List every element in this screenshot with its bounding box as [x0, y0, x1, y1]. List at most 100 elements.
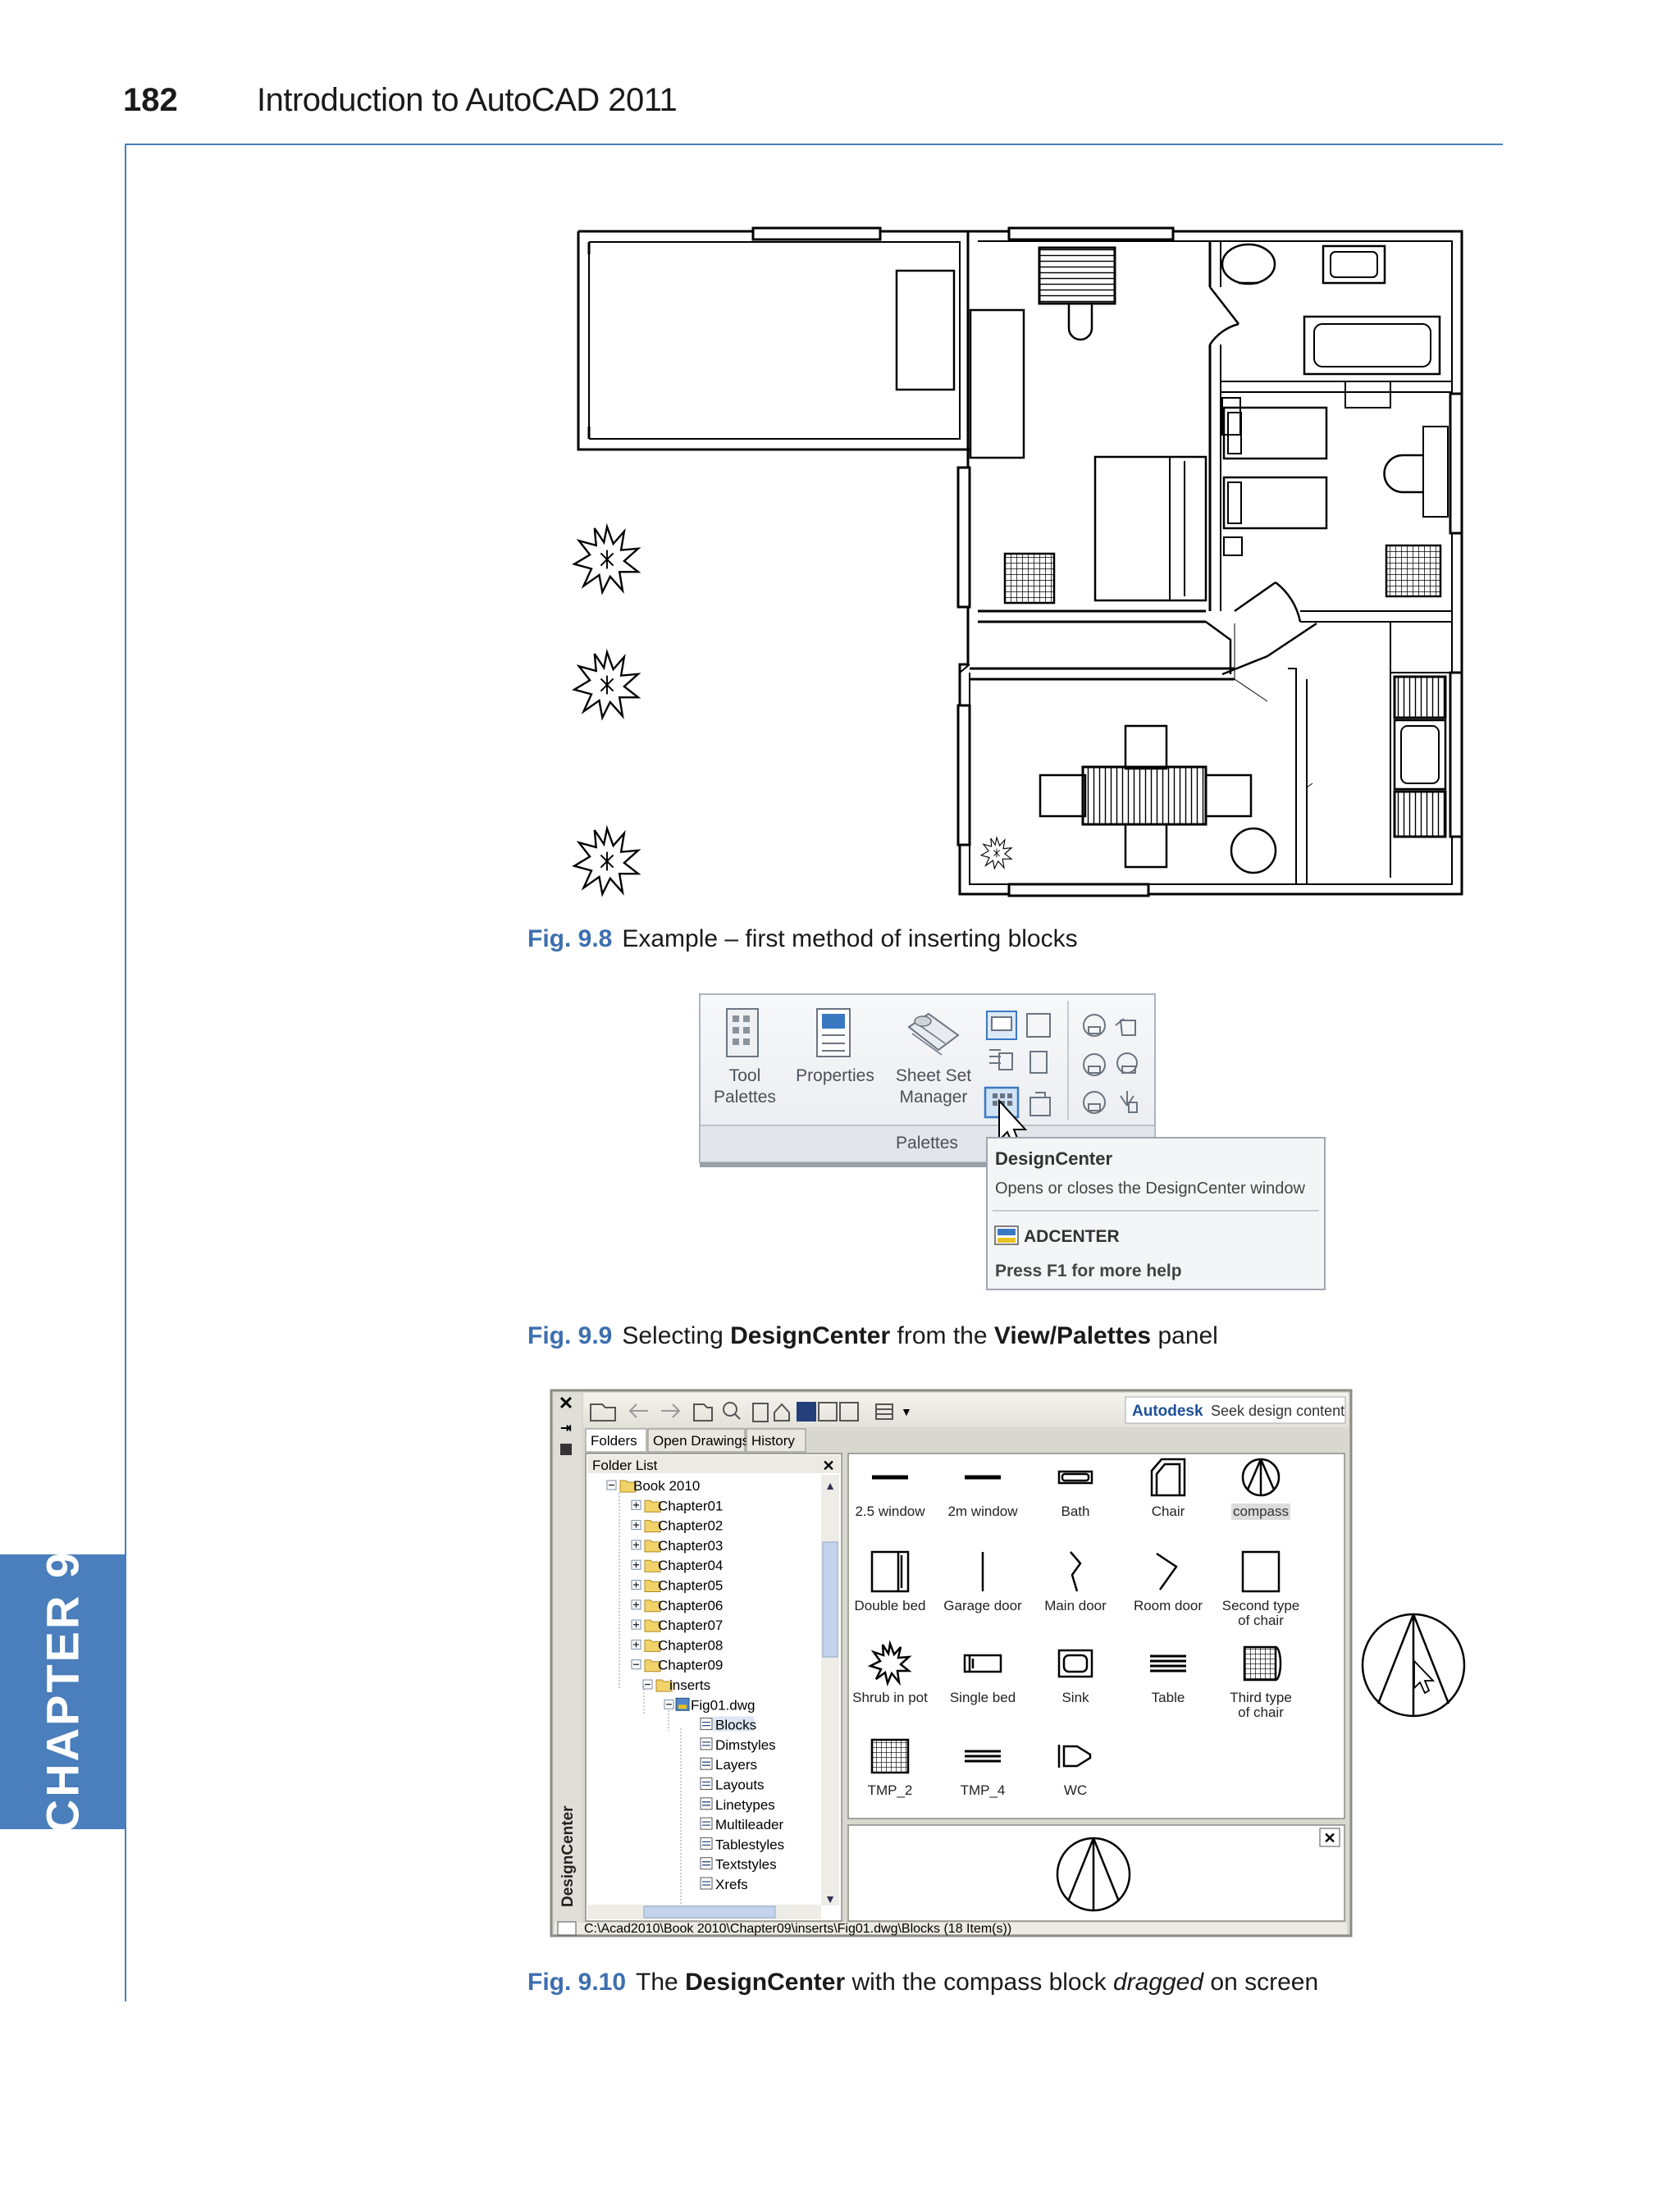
tab-folders[interactable]: [585, 1428, 647, 1453]
autohide-icon[interactable]: ⇥: [560, 1422, 571, 1435]
tool-palettes-icon[interactable]: [726, 1008, 759, 1057]
load-icon[interactable]: [590, 1403, 616, 1422]
block-item[interactable]: Shrub in pot: [852, 1640, 928, 1705]
caption-bold: DesignCenter: [685, 1969, 846, 1996]
block-label: Double bed: [855, 1598, 926, 1613]
toolbar-button-7[interactable]: [1083, 1014, 1106, 1037]
tree-item[interactable]: Dimstyles: [700, 1737, 776, 1753]
tree-item-label: Chapter08: [658, 1637, 723, 1653]
dragged-compass-block[interactable]: [1361, 1613, 1466, 1718]
tool-palettes-label-2: Palettes: [714, 1088, 776, 1107]
views-icon[interactable]: [875, 1403, 893, 1420]
block-item[interactable]: compass: [1231, 1458, 1290, 1520]
chevron-down-icon[interactable]: ▼: [901, 1405, 912, 1418]
tree-item[interactable]: Chapter05: [631, 1578, 723, 1594]
tree-item-label: Tablestyles: [715, 1837, 784, 1852]
tree-item[interactable]: Multileader: [700, 1817, 783, 1832]
tree-item[interactable]: Chapter04: [631, 1558, 723, 1573]
second-chair-icon: [1241, 1550, 1281, 1593]
compass-icon: [1241, 1458, 1281, 1497]
tooltip-help: Press F1 for more help: [995, 1262, 1182, 1280]
tree-item[interactable]: Layouts: [700, 1778, 765, 1793]
close-icon[interactable]: ✕: [559, 1393, 573, 1413]
main-door-icon: [1070, 1551, 1082, 1592]
folder-icon: [619, 1480, 637, 1493]
layers-icon: [700, 1757, 713, 1770]
tool-palettes-label-1: Tool: [729, 1066, 761, 1085]
tree-item[interactable]: Chapter09: [631, 1658, 723, 1673]
block-item[interactable]: Bath: [1057, 1470, 1093, 1519]
designcenter-tooltip: DesignCenter Opens or closes the DesignC…: [986, 1137, 1326, 1290]
toolbar-button-11[interactable]: [1083, 1091, 1106, 1114]
block-item[interactable]: 2.5 window: [855, 1475, 925, 1519]
tab-open-drawings[interactable]: [647, 1428, 746, 1453]
home-icon[interactable]: [774, 1403, 790, 1422]
block-label: Sink: [1061, 1690, 1089, 1705]
toolbar-button-2[interactable]: [1026, 1013, 1051, 1038]
properties-menu-icon[interactable]: [560, 1444, 572, 1455]
tree-item[interactable]: Book 2010: [606, 1478, 700, 1494]
seek-text: Seek design content: [1211, 1403, 1344, 1419]
search-icon[interactable]: [723, 1402, 737, 1417]
tree-item[interactable]: Blocks: [700, 1716, 756, 1733]
tab-label: Open Drawings: [653, 1433, 749, 1449]
tree-view-toggle-icon[interactable]: [797, 1402, 816, 1422]
tree-item[interactable]: Textstyles: [700, 1857, 777, 1873]
tree-item[interactable]: Chapter07: [631, 1618, 723, 1633]
tree-item-label: Chapter09: [658, 1658, 723, 1673]
sink-icon: [1057, 1649, 1093, 1678]
tree-item[interactable]: Chapter08: [631, 1637, 723, 1653]
block-item[interactable]: Sink: [1057, 1649, 1093, 1705]
tree-vertical-scrollbar[interactable]: [821, 1475, 839, 1905]
folder-icon: [644, 1559, 661, 1572]
toolbar-button-6[interactable]: [1029, 1092, 1051, 1116]
tree-item[interactable]: inserts: [642, 1677, 710, 1693]
block-item[interactable]: Chair: [1150, 1458, 1186, 1519]
toolbar-button-8[interactable]: [1115, 1018, 1136, 1036]
favorites-icon[interactable]: [752, 1403, 769, 1422]
tab-history[interactable]: [746, 1428, 806, 1453]
preview-icon[interactable]: [818, 1402, 838, 1422]
up-icon[interactable]: [693, 1403, 713, 1422]
sheet-set-icon[interactable]: [907, 1012, 960, 1056]
forward-icon[interactable]: [661, 1403, 681, 1418]
toolbar-button-9[interactable]: [1083, 1053, 1106, 1076]
block-item[interactable]: Garage door: [943, 1552, 1022, 1613]
folder-icon: [644, 1540, 661, 1553]
tree-item[interactable]: Chapter01: [631, 1498, 723, 1513]
block-item[interactable]: Double bed: [855, 1550, 926, 1613]
description-icon[interactable]: [839, 1402, 859, 1422]
multileader-icon: [700, 1817, 713, 1830]
tree-item[interactable]: Tablestyles: [700, 1837, 784, 1852]
toolbar-button-4[interactable]: [1029, 1051, 1048, 1074]
tree-item[interactable]: Xrefs: [700, 1877, 748, 1892]
tree-item[interactable]: Layers: [700, 1757, 757, 1773]
tree-item[interactable]: Fig01.dwg: [664, 1697, 755, 1713]
seek-design-content-link[interactable]: [1125, 1396, 1346, 1424]
tab-label: History: [751, 1433, 795, 1449]
folder-list-close-icon[interactable]: ✕: [822, 1458, 834, 1474]
tree-item[interactable]: Linetypes: [700, 1797, 775, 1813]
block-item[interactable]: 2m window: [947, 1475, 1018, 1519]
drag-cursor-icon: [1413, 1659, 1436, 1695]
block-label: Room door: [1134, 1598, 1203, 1613]
figure-number: Fig. 9.10: [527, 1969, 627, 1996]
block-item[interactable]: TMP_4: [961, 1750, 1006, 1798]
block-item[interactable]: WC: [1057, 1745, 1092, 1798]
back-icon[interactable]: [628, 1403, 648, 1418]
block-item[interactable]: Room door: [1134, 1552, 1203, 1613]
block-item[interactable]: Main door: [1044, 1551, 1107, 1613]
preview-close-button[interactable]: [1319, 1828, 1340, 1847]
tree-item[interactable]: Chapter03: [631, 1538, 723, 1554]
tree-item-label: Chapter05: [658, 1578, 723, 1594]
properties-icon[interactable]: [816, 1008, 851, 1057]
tree-item[interactable]: Chapter02: [631, 1518, 723, 1534]
block-item[interactable]: TMP_2: [868, 1738, 913, 1798]
caption-text: on screen: [1203, 1969, 1319, 1996]
block-item[interactable]: Table: [1150, 1654, 1186, 1705]
block-item[interactable]: Single bed: [950, 1654, 1016, 1705]
tree-item[interactable]: Chapter06: [631, 1598, 723, 1613]
